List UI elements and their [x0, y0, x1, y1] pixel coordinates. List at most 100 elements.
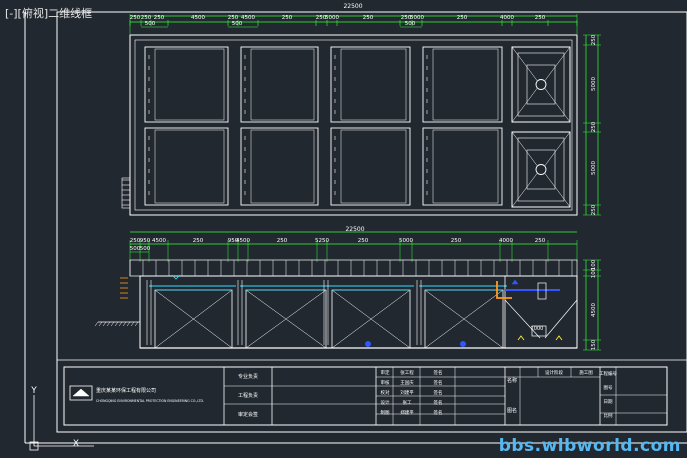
- hopper-ring-inner: [526, 149, 556, 190]
- dim-text-top: 250: [535, 15, 546, 21]
- tank-section: [139, 275, 578, 349]
- dim-text-top: 250: [457, 15, 468, 21]
- dim-text-top: 4500: [152, 238, 166, 244]
- dim-text-top: 250: [316, 15, 327, 21]
- hopper-slope: [544, 299, 578, 339]
- dim-text-right: 250: [591, 204, 597, 215]
- dim-text-top: 4500: [191, 15, 205, 21]
- drawing-frame: [24, 11, 687, 444]
- cell-diagonal: [424, 289, 504, 349]
- dim-total: 22500: [345, 226, 364, 233]
- ground-hatch: [122, 321, 127, 327]
- hopper-edge: [511, 46, 538, 81]
- dim-text-sub: 500: [232, 21, 243, 27]
- cell-diagonal: [154, 289, 233, 349]
- tank-cell-3-1: [330, 46, 411, 123]
- drain-valve: [460, 341, 466, 347]
- tb-signature: 签名: [434, 369, 443, 376]
- dim-text-inner: 1000: [531, 326, 544, 332]
- dim-text-right: 250: [591, 121, 597, 132]
- company-logo: [69, 385, 93, 401]
- plan-outline: [129, 34, 578, 216]
- level-marker: [517, 335, 525, 341]
- tank-cell-4-2: [422, 127, 503, 206]
- inlet-pipe: [496, 281, 512, 299]
- tank-cell-inner: [432, 129, 499, 204]
- tb-signature: 签名: [434, 409, 443, 416]
- dim-text-top: 5000: [399, 238, 413, 244]
- tb-stage-header: 设计阶段: [545, 369, 563, 376]
- tank-cell-inner: [250, 129, 315, 204]
- sludge-box: [531, 325, 547, 337]
- dim-text-right: 150: [591, 339, 597, 350]
- dim-text-top: 4000: [499, 238, 513, 244]
- dim-text-top: 250: [451, 238, 462, 244]
- dim-text-sub: 500: [145, 21, 156, 27]
- stair-outline: [121, 177, 131, 209]
- drain-valve: [365, 341, 371, 347]
- dim-text-top: 4500: [241, 15, 255, 21]
- cell-diagonal: [245, 289, 327, 349]
- dim-text-right: 100: [591, 267, 597, 278]
- sludge-hopper-2: [511, 131, 571, 208]
- ground-hatch: [110, 321, 115, 327]
- tank-cell-inner: [340, 129, 407, 204]
- ucs-x-label: X: [73, 439, 79, 449]
- dim-text-right: 250: [591, 34, 597, 45]
- sludge-hopper-1: [511, 46, 571, 123]
- viewport-controls-label[interactable]: [-][俯视]二维线框: [5, 7, 93, 20]
- hopper-edge: [544, 131, 571, 166]
- tank-cell-4-1: [422, 46, 503, 123]
- dim-text-top: 250: [358, 238, 369, 244]
- ground-hatch: [130, 321, 135, 327]
- plan-inner-wall: [134, 39, 573, 211]
- dim-text-right: 5000: [591, 77, 597, 91]
- logo-mark: [72, 388, 90, 397]
- tank-cell-1-1: [144, 46, 229, 123]
- ground-hatch: [102, 321, 107, 327]
- dim-text-top: 250: [401, 15, 412, 21]
- tb-row-label: 审定会签: [238, 411, 258, 418]
- company-name-en: CHONGQING ENVIRONMENTAL PROTECTION ENGIN…: [96, 399, 204, 403]
- hopper-edge: [511, 173, 538, 208]
- tb-signature: 签名: [434, 399, 443, 406]
- tb-side-label: 名称: [507, 377, 517, 384]
- dim-text-sub: 500: [130, 246, 141, 252]
- tb-role-label: 制图: [381, 409, 390, 416]
- dim-text-top: 950: [228, 238, 239, 244]
- tank-cell-2-1: [240, 46, 319, 123]
- hopper-edge: [544, 88, 571, 123]
- hopper-outlet: [535, 164, 547, 175]
- pump-symbol: [511, 279, 519, 285]
- hopper-slope: [504, 299, 541, 339]
- dim-text-right: 5000: [591, 161, 597, 175]
- dim-text-top: 5250: [315, 238, 329, 244]
- tank-cell-inner: [250, 48, 315, 121]
- cell-diagonal: [331, 289, 411, 349]
- settling-zone: [504, 275, 578, 349]
- tank-cell-inner: [154, 129, 225, 204]
- watermark: bbs.wlbworld.com: [498, 436, 681, 456]
- dim-text-top: 950: [140, 238, 151, 244]
- level-marker: [555, 335, 563, 341]
- dim-text-top: 250: [277, 238, 288, 244]
- tb-name: 郑建平: [400, 409, 414, 416]
- tank-cell-inner: [340, 48, 407, 121]
- hopper-ring-inner: [526, 64, 556, 105]
- tb-name: 张工: [403, 399, 412, 406]
- dim-text-top: 250: [141, 15, 152, 21]
- tb-name: 王国庆: [400, 379, 414, 386]
- ground-hatch: [118, 321, 123, 327]
- dim-text-top: 250: [130, 15, 141, 21]
- dim-text-top: 4500: [236, 238, 250, 244]
- hopper-edge: [511, 88, 538, 123]
- dim-text-right: 4500: [591, 303, 597, 317]
- hopper-outlet: [535, 79, 547, 90]
- dim-text-top: 5000: [410, 15, 424, 21]
- water-level-symbol: [171, 274, 181, 280]
- dim-text-top: 250: [363, 15, 374, 21]
